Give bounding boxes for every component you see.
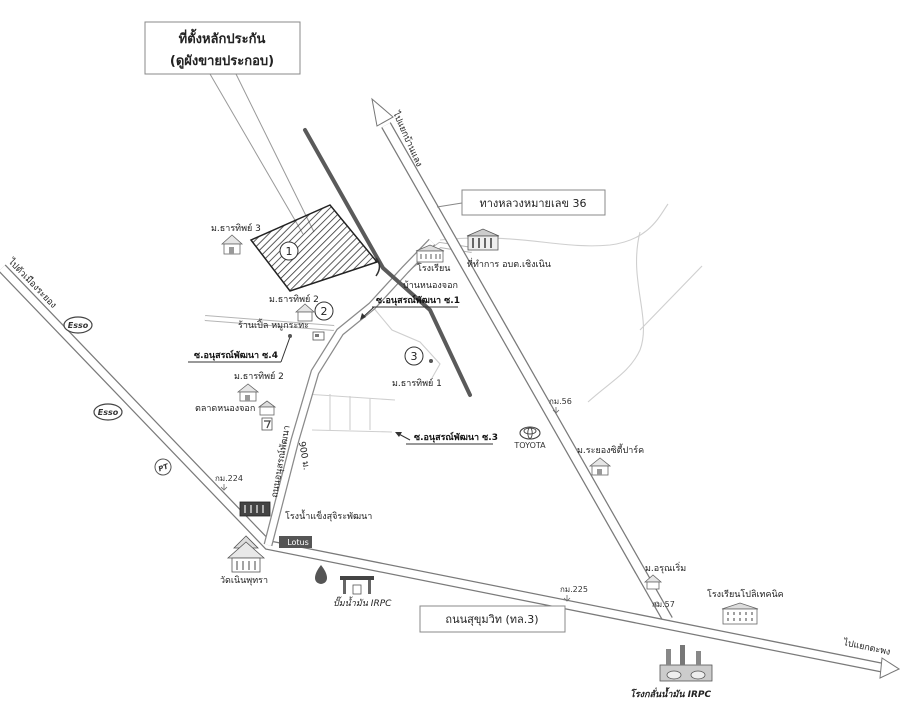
pt-logo: PT (154, 458, 172, 476)
north-arrow-icon (371, 97, 394, 127)
sukhumvit-label: ถนนสุขุมวิท (ทล.3) (445, 613, 538, 626)
house-icon (294, 303, 316, 322)
plot-number-1: 1 (286, 245, 293, 258)
highway36-label: ทางหลวงหมายเลข 36 (480, 197, 587, 210)
obt-label: ที่ทำการ อบต.เชิงเนิน (467, 257, 551, 270)
soi3-label: ซ.อนุสรณ์พัฒนา ซ.3 (414, 431, 498, 443)
km56-label: กม.56 (549, 397, 572, 406)
arunroem-label: ม.อรุณเริ่ม (645, 561, 686, 574)
school-building-icon (415, 244, 445, 263)
oil-drop-icon (315, 565, 327, 584)
convenience-store-icon (261, 417, 273, 431)
highway-36 (381, 122, 673, 623)
tharathip1-label: ม.ธารทิพย์ 1 (392, 377, 442, 389)
temple-icon (226, 535, 266, 573)
lotus-label: Lotus (287, 538, 309, 547)
km-marker-icon (654, 601, 660, 607)
railway-line (303, 128, 472, 397)
plot-marker-1: 1 (279, 241, 299, 261)
east-arrow-icon (879, 657, 900, 679)
km-marker-icon (552, 407, 560, 414)
km225-label: กม.225 (560, 585, 588, 594)
railway-crossing (375, 257, 381, 277)
soi4-pointer: ซ.อนุสรณ์พัฒนา ซ.4 (188, 334, 292, 363)
toyota-label: TOYOTA (513, 441, 546, 450)
polytechnic-building-icon (721, 602, 759, 625)
plot-number-3: 3 (411, 350, 418, 363)
plot-marker-2: 2 (314, 301, 334, 321)
minor-road-east-spur (639, 265, 703, 331)
school-label-line1: โรงเรียน (417, 263, 450, 274)
gas-station-icon (340, 576, 374, 595)
tharathip3-label: ม.ธารทิพย์ 3 (211, 222, 261, 234)
ice-factory-label: โรงน้ำแข็งสุจิระพัฒนา (285, 509, 372, 522)
house-icon (643, 574, 663, 590)
title-callout: ที่ตั้งหลักประกัน (ดูผังขายประกอบ) (144, 21, 315, 235)
soi4-road (204, 315, 335, 331)
distance-label: 900 ม. (296, 441, 311, 471)
school-label-line2: บ้านหนองจอก (403, 280, 458, 291)
minor-road-plot3-ring (371, 305, 441, 379)
esso-logo: Esso (63, 316, 93, 334)
minor-road-grid (304, 393, 396, 433)
shop-icon (312, 331, 325, 341)
house-icon (236, 383, 260, 402)
minor-road-east-loop (587, 231, 644, 403)
soi4-label: ซ.อนุสรณ์พัฒนา ซ.4 (194, 349, 278, 361)
km224-label: กม.224 (215, 474, 243, 483)
plot-number-2: 2 (321, 305, 328, 318)
anusorn-road (263, 238, 436, 547)
collateral-plot-area (249, 204, 379, 292)
government-office-icon (466, 228, 500, 251)
rayong-city-park-label: ม.ระยองซิตี้ปาร์ค (577, 443, 644, 456)
toyota-logo-icon (519, 426, 541, 440)
polytechnic-label: โรงเรียนโปลิเทคนิค (707, 589, 784, 600)
soi1-pointer: ซ.อนุสรณ์พัฒนา ซ.1 (360, 294, 460, 320)
refinery-label: โรงกลั่นน้ำมัน IRPC (630, 687, 711, 700)
km-marker-icon (563, 595, 571, 602)
title-line1: ที่ตั้งหลักประกัน (179, 28, 266, 47)
soi1-label: ซ.อนุสรณ์พัฒนา ซ.1 (376, 294, 460, 306)
market-label: ตลาดหนองจอก (195, 404, 255, 414)
ice-factory-icon (239, 501, 271, 517)
house-icon (588, 457, 612, 476)
pt-label: PT (157, 462, 170, 473)
house-icon (220, 234, 244, 255)
highway36-label-box: ทางหลวงหมายเลข 36 (436, 189, 606, 216)
title-line2: (ดูผังขายประกอบ) (170, 54, 274, 69)
tharathip2b-label: ม.ธารทิพย์ 2 (234, 370, 284, 382)
esso-logo: Esso (93, 403, 123, 421)
km-marker-icon (220, 484, 228, 491)
refinery-icon (659, 645, 713, 682)
soi3-pointer: ซ.อนุสรณ์พัฒนา ซ.3 (395, 431, 498, 445)
sukhumvit-label-box: ถนนสุขุมวิท (ทล.3) (419, 605, 566, 633)
pork-shop-label: ร้านเปิ้ล หมูกระทะ (238, 318, 309, 331)
temple-label: วัดเนินพุทรา (220, 575, 268, 586)
plot-marker-3: 3 (404, 346, 433, 366)
market-icon (257, 400, 277, 416)
lotus-logo: Lotus (279, 536, 312, 548)
esso-label: Esso (98, 408, 119, 417)
irpc-station-label: ปั๊มน้ำมัน IRPC (333, 596, 392, 609)
esso-label: Esso (68, 321, 89, 330)
km57-label: กม.57 (652, 600, 675, 609)
tharathip2a-label: ม.ธารทิพย์ 2 (269, 293, 319, 305)
